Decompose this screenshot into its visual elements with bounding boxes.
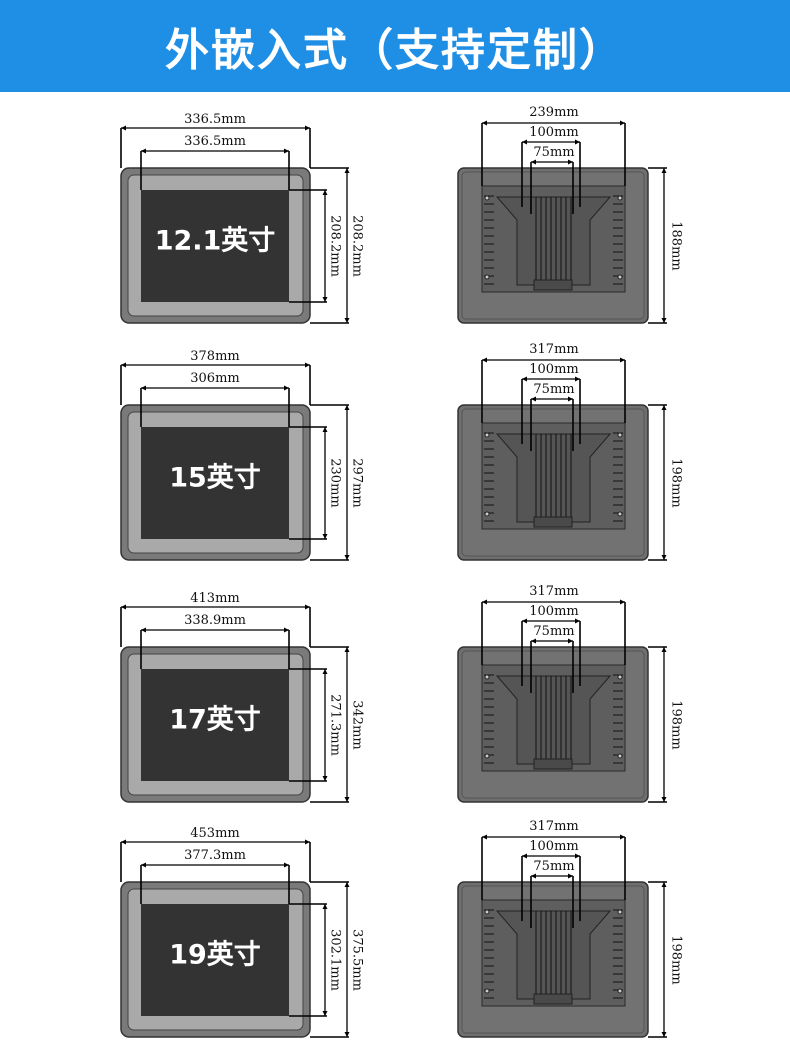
screw-hole-icon bbox=[484, 432, 490, 438]
screen-area bbox=[141, 427, 289, 539]
outer-width-label: 413mm bbox=[190, 591, 240, 606]
vesa-100-label: 100mm bbox=[529, 362, 579, 377]
screw-hole-icon bbox=[617, 674, 623, 680]
heatsink bbox=[495, 675, 612, 765]
vesa-100-label: 100mm bbox=[529, 839, 579, 854]
back-width-label: 239mm bbox=[529, 105, 579, 120]
back-width-label: 317mm bbox=[529, 819, 579, 834]
inner-width-label: 338.9mm bbox=[184, 613, 246, 628]
outer-width-label: 378mm bbox=[190, 349, 240, 364]
screw-hole-icon bbox=[484, 195, 490, 201]
dimension-drawing bbox=[120, 834, 667, 1038]
screen-size-label: 15英寸 bbox=[169, 462, 261, 494]
vesa-75-dim-arrows bbox=[531, 159, 573, 165]
screw-hole-icon bbox=[617, 195, 623, 201]
inner-width-label: 377.3mm bbox=[184, 848, 246, 863]
dimension-drawing bbox=[120, 599, 667, 803]
screw-hole-icon bbox=[484, 674, 490, 680]
outer-width-label: 453mm bbox=[190, 826, 240, 841]
screw-hole-icon bbox=[617, 988, 623, 994]
heatsink bbox=[495, 196, 612, 286]
screw-hole-icon bbox=[617, 753, 623, 759]
screw-hole-icon bbox=[484, 909, 490, 915]
connector-block bbox=[533, 993, 573, 1005]
screen-size-label: 12.1英寸 bbox=[154, 225, 276, 257]
vesa-75-dim-arrows bbox=[531, 638, 573, 644]
back-height-label: 198mm bbox=[668, 935, 684, 985]
connector-block bbox=[533, 758, 573, 770]
screw-hole-icon bbox=[617, 274, 623, 280]
connector-block bbox=[533, 279, 573, 291]
heatsink bbox=[495, 433, 612, 523]
back-width-label: 317mm bbox=[529, 342, 579, 357]
heatsink bbox=[495, 910, 612, 1000]
screw-hole-icon bbox=[484, 753, 490, 759]
inner-width-label: 336.5mm bbox=[184, 134, 246, 149]
screw-hole-icon bbox=[617, 909, 623, 915]
outer-width-label: 336.5mm bbox=[184, 112, 246, 127]
screen-area bbox=[141, 904, 289, 1016]
vesa-75-label: 75mm bbox=[533, 859, 575, 874]
inner-height-label: 302.1mm bbox=[327, 929, 343, 991]
dimension-drawing bbox=[120, 357, 667, 561]
model-row: 453mm 377.3mm 302.1mm 375.5mm 19英寸 317mm 100mm… bbox=[0, 714, 790, 1038]
screw-hole-icon bbox=[484, 988, 490, 994]
vesa-75-label: 75mm bbox=[533, 624, 575, 639]
vesa-100-label: 100mm bbox=[529, 604, 579, 619]
inner-width-label: 306mm bbox=[190, 371, 240, 386]
screw-hole-icon bbox=[617, 511, 623, 517]
vesa-100-label: 100mm bbox=[529, 125, 579, 140]
vesa-75-label: 75mm bbox=[533, 382, 575, 397]
back-width-label: 317mm bbox=[529, 584, 579, 599]
screen-size-label: 17英寸 bbox=[169, 704, 261, 736]
screw-hole-icon bbox=[484, 511, 490, 517]
vesa-75-label: 75mm bbox=[533, 145, 575, 160]
vesa-75-dim-arrows bbox=[531, 873, 573, 879]
screen-area bbox=[141, 669, 289, 781]
screen-area bbox=[141, 190, 289, 302]
screw-hole-icon bbox=[484, 274, 490, 280]
screen-size-label: 19英寸 bbox=[169, 939, 261, 971]
dimension-drawing bbox=[120, 120, 667, 324]
connector-block bbox=[533, 516, 573, 528]
vesa-75-dim-arrows bbox=[531, 396, 573, 402]
header-banner: 外嵌入式（支持定制） bbox=[0, 0, 790, 92]
page-title: 外嵌入式（支持定制） bbox=[165, 25, 625, 76]
screw-hole-icon bbox=[617, 432, 623, 438]
outer-height-label: 375.5mm bbox=[349, 929, 365, 991]
